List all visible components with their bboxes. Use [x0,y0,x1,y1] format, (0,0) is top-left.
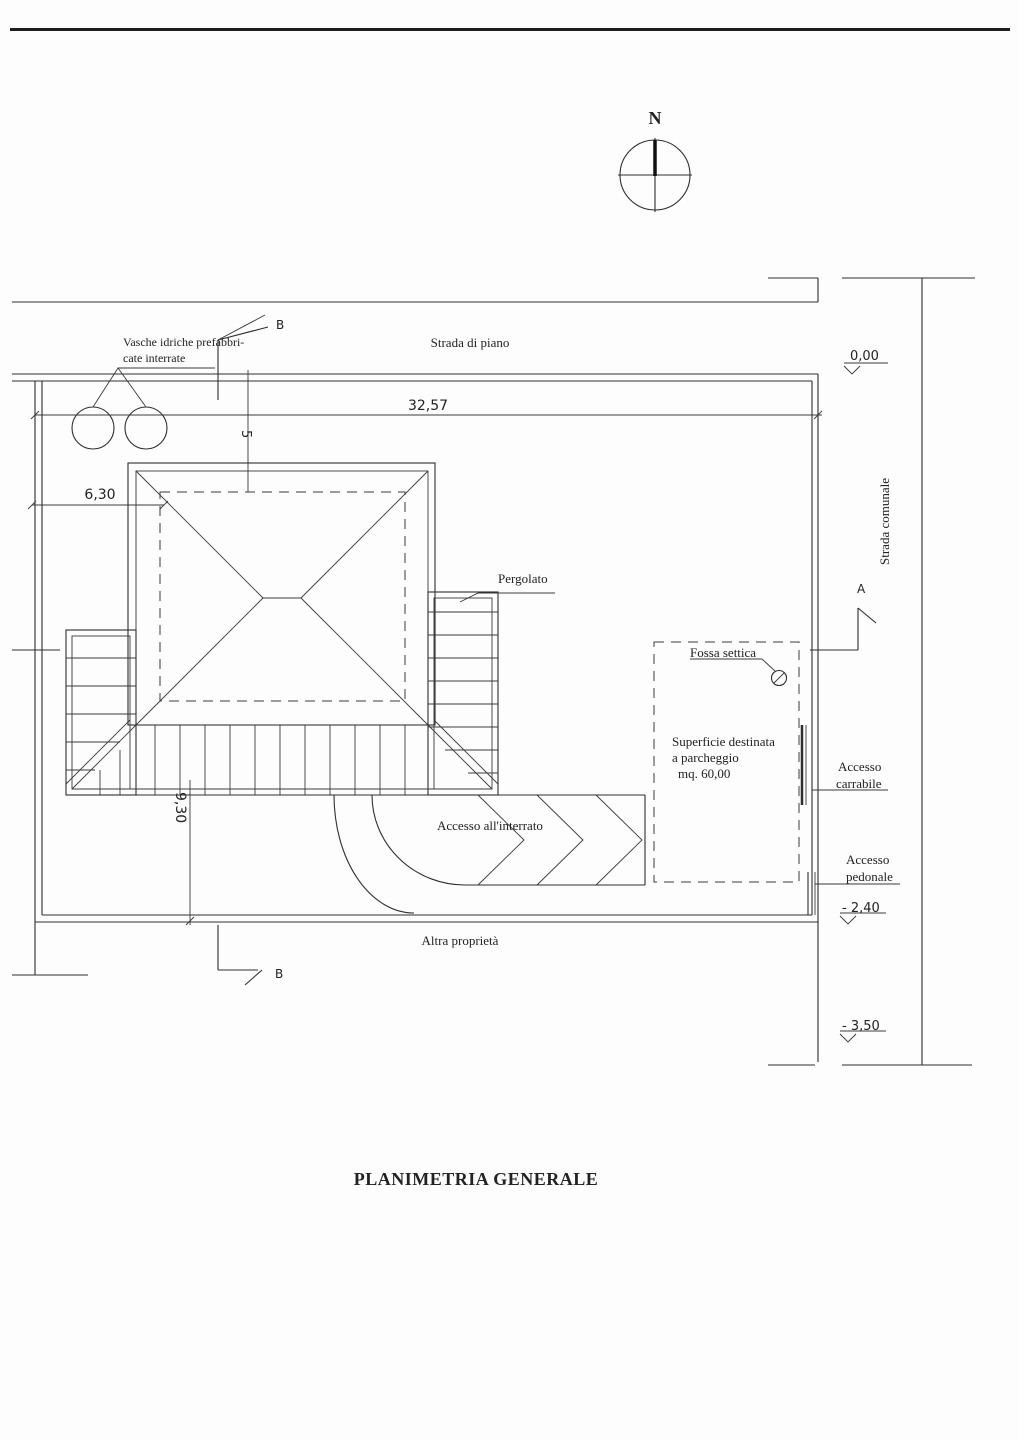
section-b-bottom-label: B [275,967,283,981]
strada-di-piano: Strada di piano [12,277,819,350]
parking-area: Superficie destinata a parcheggio mq. 60… [653,641,800,883]
vasche-label-1: Vasche idriche prefabbri- [123,335,244,349]
accesso-carrabile-label-2: carrabile [836,776,882,791]
superficie-label-1: Superficie destinata [672,734,775,749]
dimension-width-label: 32,57 [408,398,448,414]
dimension-left-offset: 6,30 [27,487,169,510]
tank-left [71,406,115,450]
scan-border [10,28,1010,31]
north-arrow: N [618,108,692,212]
septic-tank: Fossa settica [690,645,788,687]
accesso-pedonale-label-2: pedonale [846,869,893,884]
section-b-top: B [217,314,284,400]
level-marker-1: - 2,40 [839,901,886,925]
dimension-bottom-offset-label: 9,30 [172,792,188,823]
dimension-top-offset: 5 [238,370,253,492]
altra-proprieta-label: Altra proprietà [422,933,499,948]
building-roof [127,462,436,726]
section-b-bottom: B [217,925,283,986]
pergola-left [66,657,136,771]
accesso-interrato-label: Accesso all'interrato [437,818,543,833]
vasche-label-2: cate interrate [123,351,185,365]
level-1-label: - 2,40 [842,901,880,916]
section-a-label: A [857,582,866,596]
level-marker-0: 0,00 [843,349,888,375]
pergola-right: Pergolato [428,571,555,774]
dimension-left-offset-label: 6,30 [84,487,115,503]
strada-comunale: Strada comunale [768,277,975,1066]
lot-boundary [12,373,819,1062]
accesso-carrabile-label-1: Accesso [838,759,881,774]
section-a: A [810,582,877,651]
north-label: N [649,108,662,128]
drawing-title: PLANIMETRIA GENERALE [354,1169,599,1189]
pergola-bottom [99,725,406,795]
water-tanks: Vasche idriche prefabbri- cate interrate [71,335,244,450]
dimension-bottom-offset: 9,30 [172,780,195,926]
accesso-pedonale-label-1: Accesso [846,852,889,867]
level-2-label: - 3,50 [842,1019,880,1034]
strada-di-piano-label: Strada di piano [431,335,510,350]
dimension-width: 32,57 [30,398,823,420]
superficie-label-3: mq. 60,00 [678,766,730,781]
vehicle-access: Accesso carrabile [800,725,888,805]
tank-right [124,406,168,450]
pergolato-label: Pergolato [498,571,548,586]
section-b-top-label: B [276,318,284,332]
dimension-top-offset-label: 5 [238,430,253,438]
superficie-label-2: a parcheggio [672,750,739,765]
level-marker-2: - 3,50 [839,1019,886,1043]
pedestrian-access: Accesso pedonale [807,852,900,915]
level-0-label: 0,00 [850,349,879,364]
strada-comunale-label: Strada comunale [877,478,892,565]
septic-tank-symbol [770,669,788,687]
terrace [65,591,499,796]
basement-ramp: Accesso all'interrato [330,794,646,914]
fossa-settica-label: Fossa settica [690,645,756,660]
